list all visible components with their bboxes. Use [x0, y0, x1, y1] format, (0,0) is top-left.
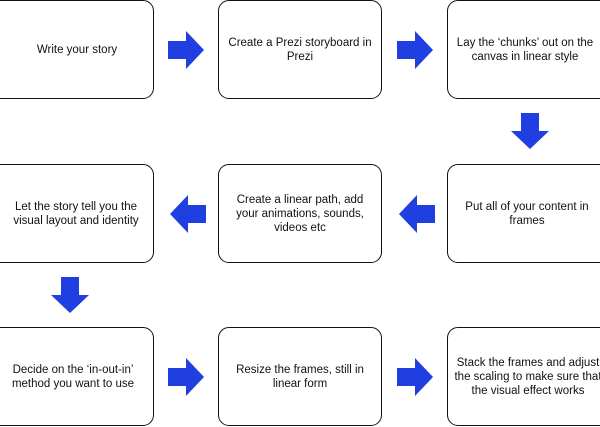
step-label: Resize the frames, still in linear form: [236, 363, 364, 390]
step-decide-method: Decide on the ‘in-out-in’ method you wan…: [0, 327, 154, 426]
step-create-storyboard: Create a Prezi storyboard in Prezi: [218, 0, 382, 99]
step-label: Let the story tell you the visual layout…: [13, 200, 139, 227]
arrow-left-icon: [170, 195, 206, 233]
step-label: Put all of your content in frames: [465, 200, 589, 227]
step-write-story: Write your story: [0, 0, 154, 99]
step-create-linear-path: Create a linear path, add your animation…: [218, 164, 382, 263]
step-label: Decide on the ‘in-out-in’ method you wan…: [11, 363, 135, 390]
step-label: Create a linear path, add your animation…: [236, 193, 364, 234]
arrow-down-icon: [511, 113, 549, 149]
arrow-right-icon: [397, 31, 433, 69]
step-label: Lay the ‘chunks’ out on the canvas in li…: [456, 36, 594, 63]
step-lay-chunks: Lay the ‘chunks’ out on the canvas in li…: [447, 0, 600, 99]
step-label: Write your story: [36, 43, 118, 56]
step-label: Create a Prezi storyboard in Prezi: [228, 36, 372, 63]
arrow-right-icon: [168, 31, 204, 69]
step-resize-frames: Resize the frames, still in linear form: [218, 327, 382, 426]
step-put-content-frames: Put all of your content in frames: [447, 164, 600, 263]
arrow-left-icon: [399, 195, 435, 233]
step-stack-frames: Stack the frames and adjust the scaling …: [447, 327, 600, 426]
arrow-down-icon: [51, 277, 89, 313]
step-label: Stack the frames and adjust the scaling …: [454, 356, 600, 397]
arrow-right-icon: [168, 358, 204, 396]
step-let-story-tell: Let the story tell you the visual layout…: [0, 164, 154, 263]
arrow-right-icon: [397, 358, 433, 396]
